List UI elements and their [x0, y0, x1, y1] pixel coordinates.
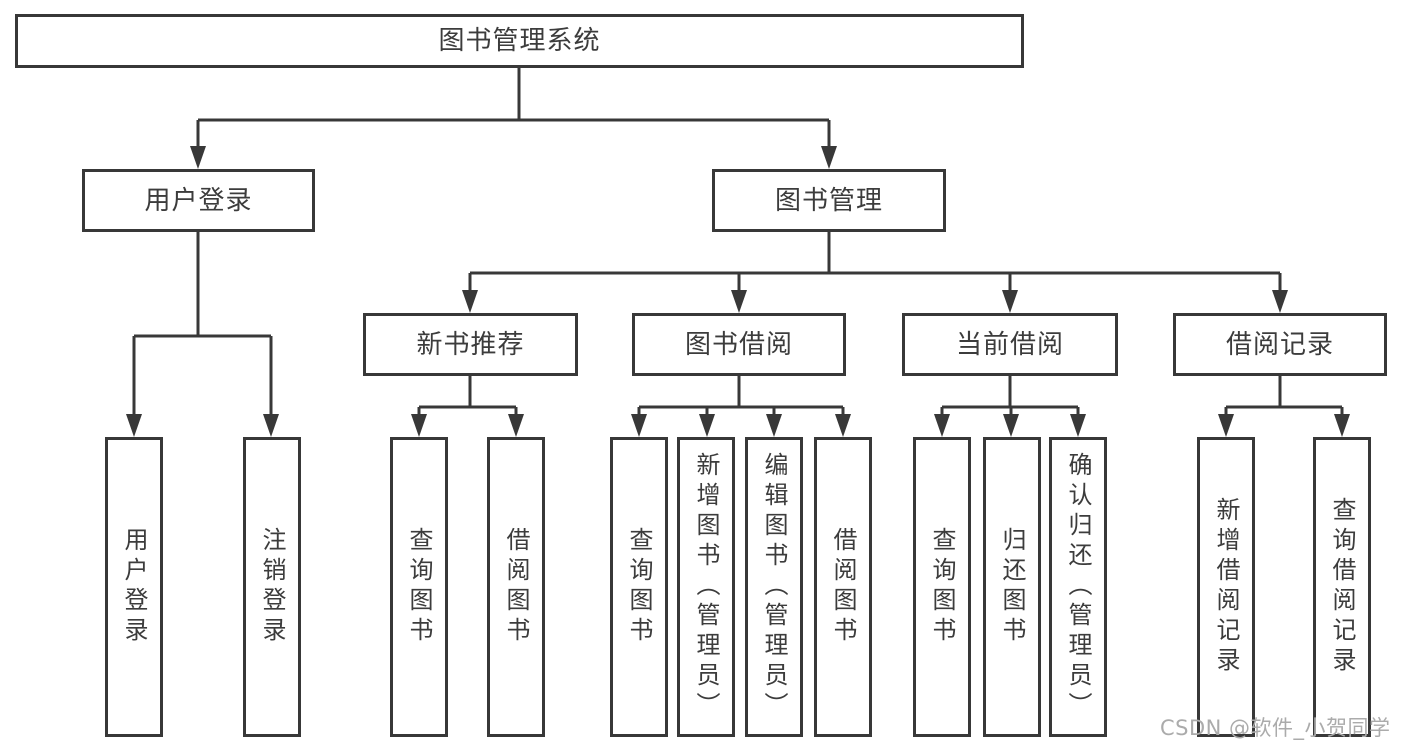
leaf-return-books: 归还图书	[983, 437, 1041, 737]
leaf-user-login: 用户登录	[105, 437, 163, 737]
leaf-add-books-admin: 新增图书（管理员）	[677, 437, 735, 737]
leaf-query-books-recommend: 查询图书	[390, 437, 448, 737]
node-book-borrowing: 图书借阅	[632, 313, 846, 376]
leaf-query-borrow-record: 查询借阅记录	[1313, 437, 1371, 737]
node-borrowing-records: 借阅记录	[1173, 313, 1387, 376]
leaf-confirm-return-admin: 确认归还（管理员）	[1049, 437, 1107, 737]
leaf-add-borrow-record: 新增借阅记录	[1197, 437, 1255, 737]
leaf-edit-books-admin: 编辑图书（管理员）	[745, 437, 803, 737]
node-new-book-recommendation: 新书推荐	[363, 313, 578, 376]
node-library-management-system: 图书管理系统	[15, 14, 1024, 68]
arrowheads	[126, 146, 1350, 437]
tree-edges	[132, 68, 1344, 416]
leaf-query-books-current: 查询图书	[913, 437, 971, 737]
watermark-text: CSDN @软件_小贺同学	[1160, 716, 1391, 740]
leaf-borrow-books-recommend: 借阅图书	[487, 437, 545, 737]
leaf-query-books-borrowing: 查询图书	[610, 437, 668, 737]
leaf-borrow-books-borrowing: 借阅图书	[814, 437, 872, 737]
node-user-login: 用户登录	[82, 169, 315, 232]
leaf-logout: 注销登录	[243, 437, 301, 737]
node-current-borrowing: 当前借阅	[902, 313, 1118, 376]
node-book-management: 图书管理	[712, 169, 946, 232]
